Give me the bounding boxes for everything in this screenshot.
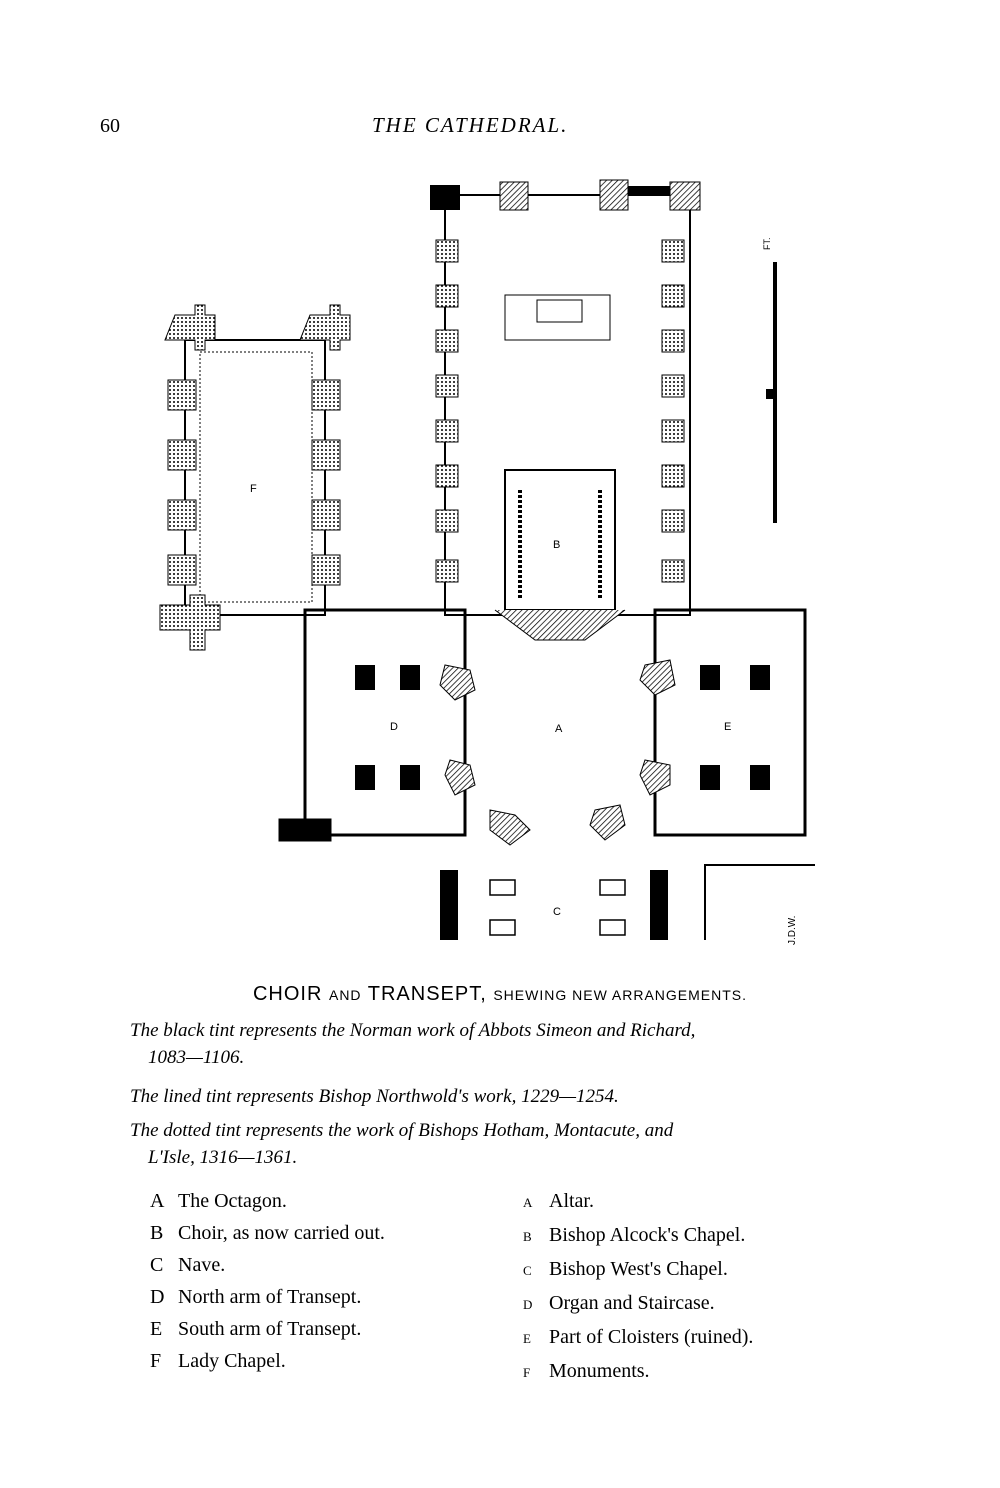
tint-dates: 1083—1106. [148,1047,245,1068]
tint-note-black: The black tint represents the Norman wor… [130,1017,875,1071]
caption-subtitle: SHEWING NEW ARRANGEMENTS. [493,987,748,1003]
tint-note-dotted: The dotted tint represents the work of B… [130,1117,875,1171]
signature: J.D.W. [787,916,798,945]
choir-walls [430,179,701,641]
lady-chapel [159,304,351,651]
running-head: THE CATHEDRAL. [372,113,569,137]
page-number: 60 [100,115,120,137]
caption-transept: TRANSEPT, [367,983,487,1005]
label-choir: B [553,539,560,551]
transepts [278,608,815,940]
label-north-transept: D [390,721,398,733]
scale-bar: FT. [762,238,777,523]
tint-text: The lined tint represents Bishop Northwo… [130,1086,619,1107]
label-south-transept: E [724,721,731,733]
caption-and: AND [328,987,362,1003]
tint-text: The dotted tint represents the work of B… [130,1120,674,1141]
floor-plan: FT. F A B C D E J.D.W. [159,179,815,945]
caption-choir: CHOIR [252,983,323,1005]
tint-dates: L'Isle, 1316—1361. [148,1147,298,1168]
tint-note-lined: The lined tint represents Bishop Northwo… [130,1083,875,1110]
label-octagon: A [555,723,563,735]
label-lady-chapel: F [250,483,257,495]
figure-caption: CHOIR AND TRANSEPT, SHEWING NEW ARRANGEM… [0,983,1000,1006]
tint-text: The black tint represents the Norman wor… [130,1020,696,1041]
label-nave: C [553,906,561,918]
scale-label: FT. [762,238,772,251]
